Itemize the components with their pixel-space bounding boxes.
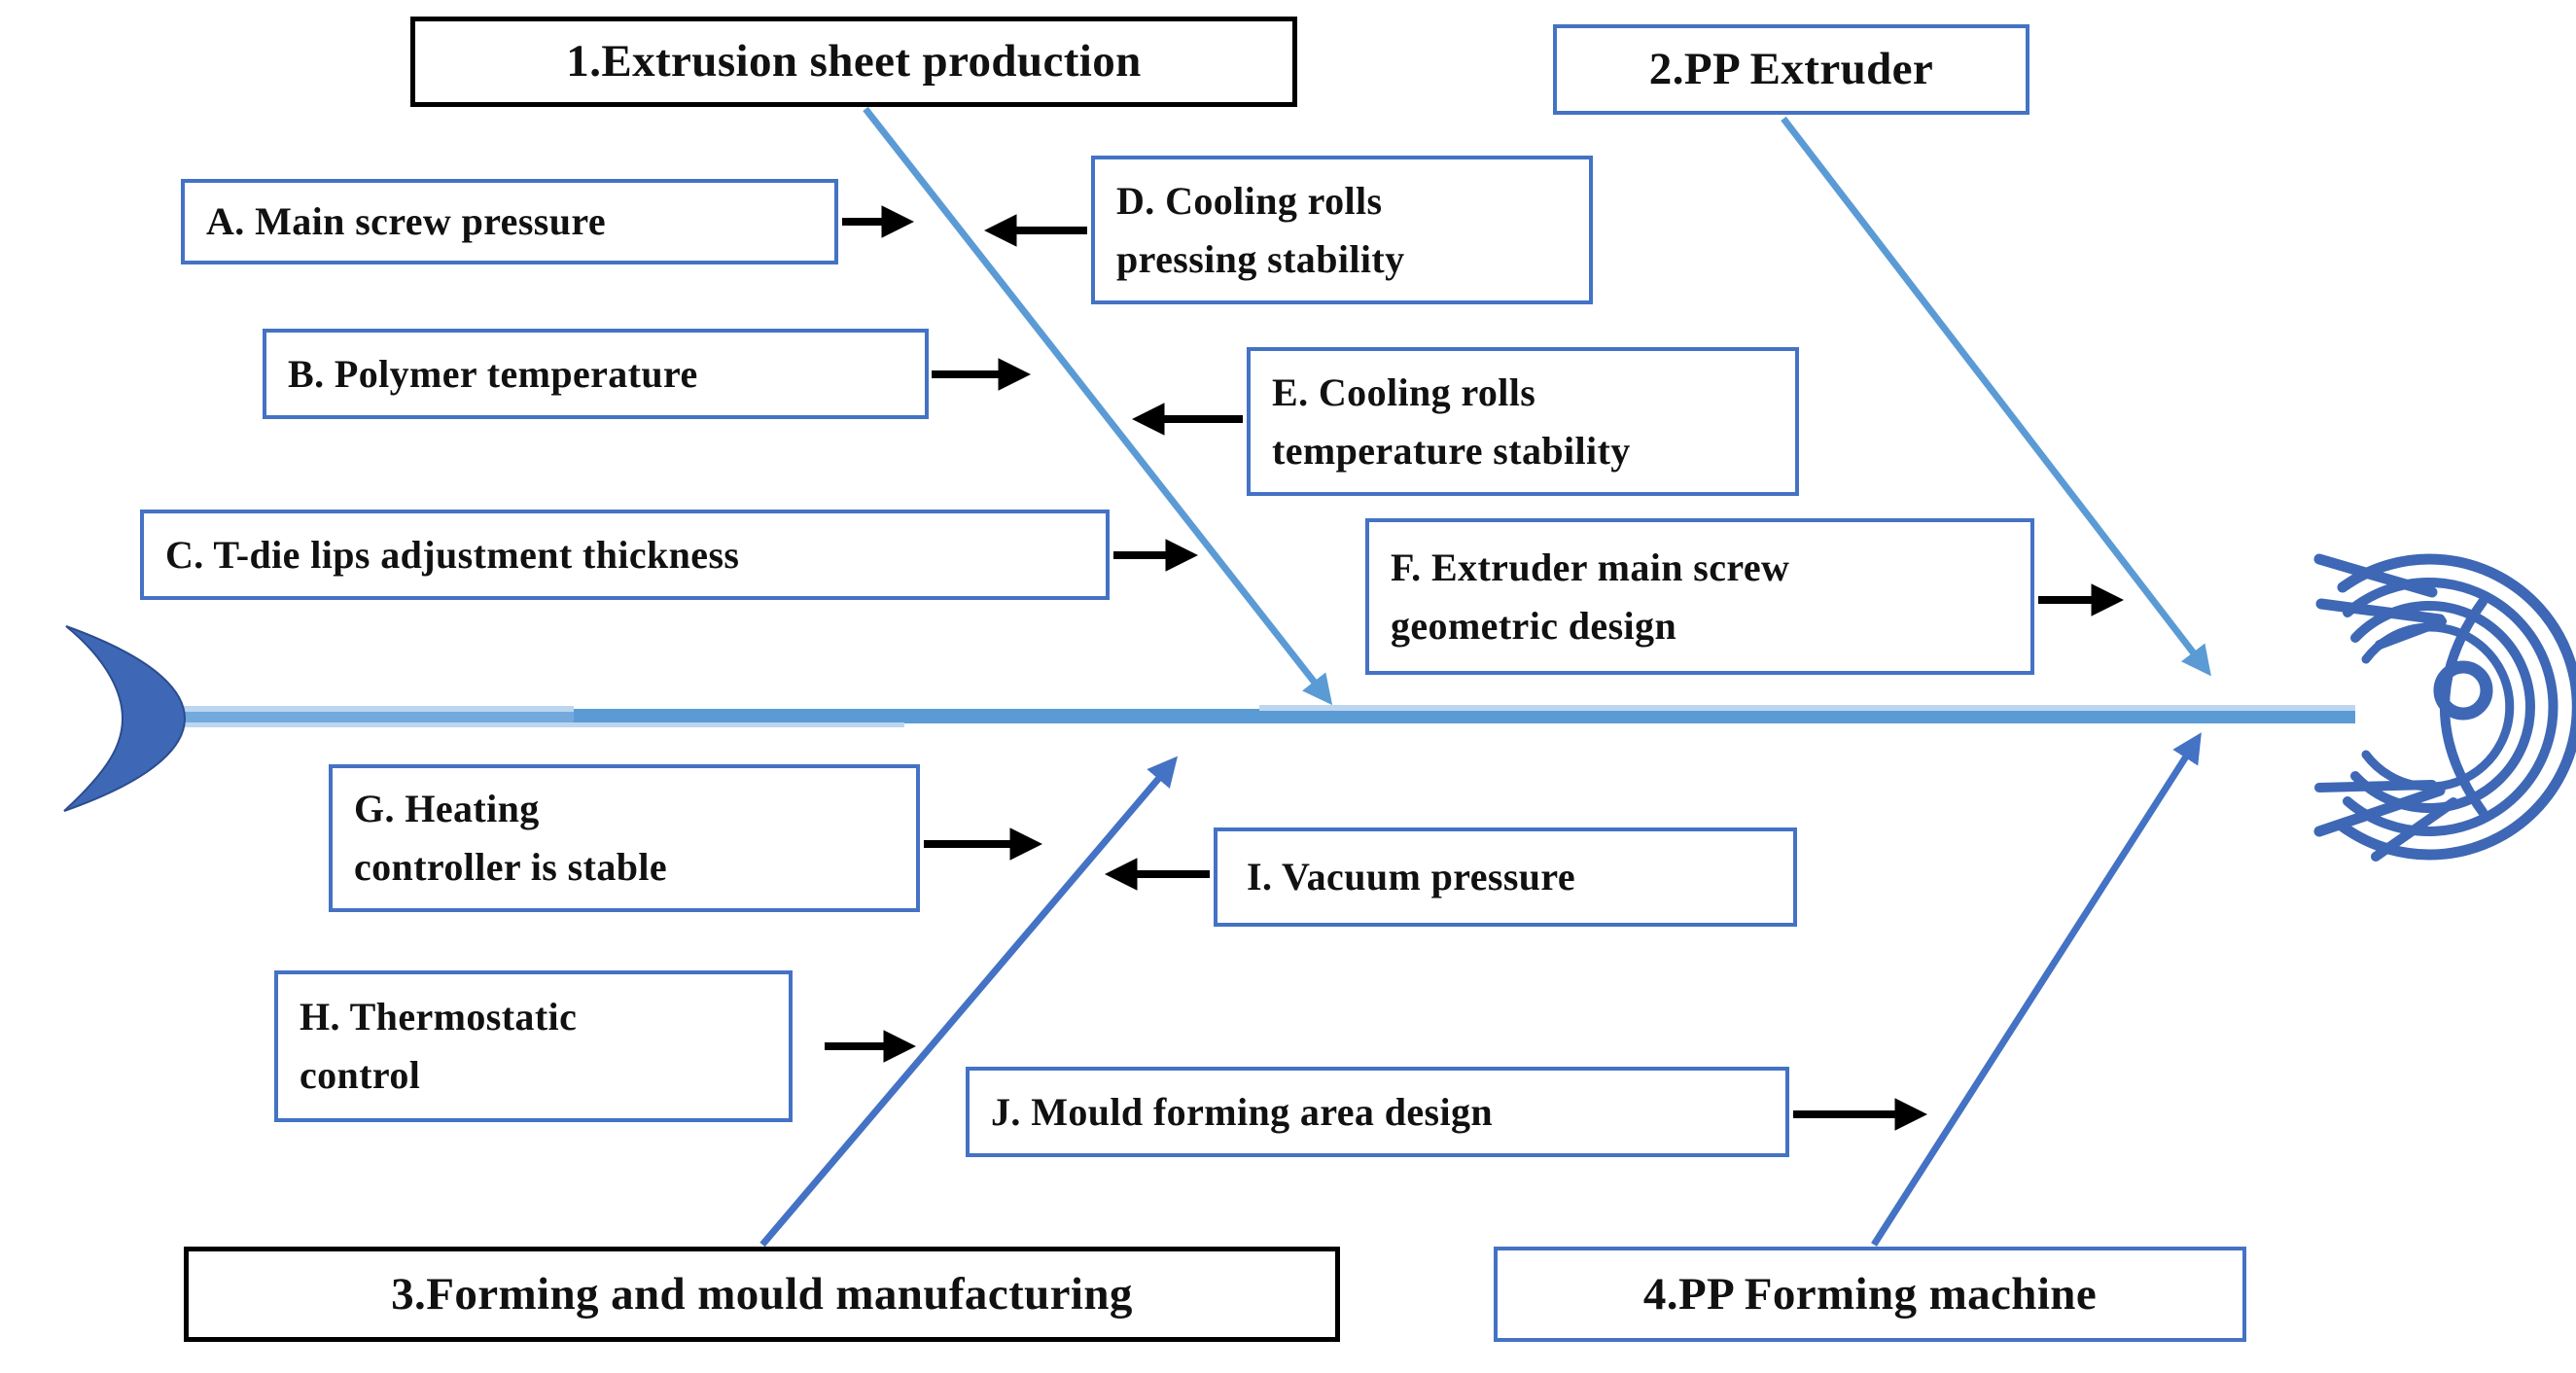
fish-head-icon (2313, 553, 2576, 862)
cause-box-polymer-temperature: B. Polymer temperature (263, 329, 929, 419)
cause-box-mould-forming-area-design: J. Mould forming area design (966, 1067, 1789, 1157)
cause-box-heating-controller-is-stable: G. Heating controller is stable (329, 764, 920, 912)
cause-box-cooling-rolls-temperature-stability: E. Cooling rolls temperature stability (1247, 347, 1799, 496)
spine-line (180, 705, 2355, 727)
category-box-pp-extruder: 2.PP Extruder (1553, 24, 2029, 115)
cause-box-vacuum-pressure: I. Vacuum pressure (1214, 827, 1797, 927)
fish-tail-icon (63, 625, 187, 812)
cause-box-main-screw-pressure: A. Main screw pressure (181, 179, 838, 264)
cause-box-cooling-rolls-pressing-stability: D. Cooling rolls pressing stability (1091, 156, 1593, 304)
branch-line-forming-mould (759, 756, 1179, 1248)
branch-line-pp-forming-machine (1871, 732, 2202, 1247)
cause-box-extruder-main-screw-geometric-design: F. Extruder main screw geometric design (1365, 518, 2034, 675)
category-box-pp-forming-machine: 4.PP Forming machine (1494, 1247, 2246, 1342)
branch-line-pp-extruder (1781, 116, 2211, 677)
category-box-extrusion-sheet-production: 1.Extrusion sheet production (410, 17, 1297, 107)
branch-line-extrusion (863, 106, 1333, 706)
cause-box-t-die-lips-adjustment-thickness: C. T-die lips adjustment thickness (140, 510, 1110, 600)
category-box-forming-and-mould-manufacturing: 3.Forming and mould manufacturing (184, 1247, 1340, 1342)
cause-box-thermostatic-control: H. Thermostatic control (274, 970, 793, 1122)
